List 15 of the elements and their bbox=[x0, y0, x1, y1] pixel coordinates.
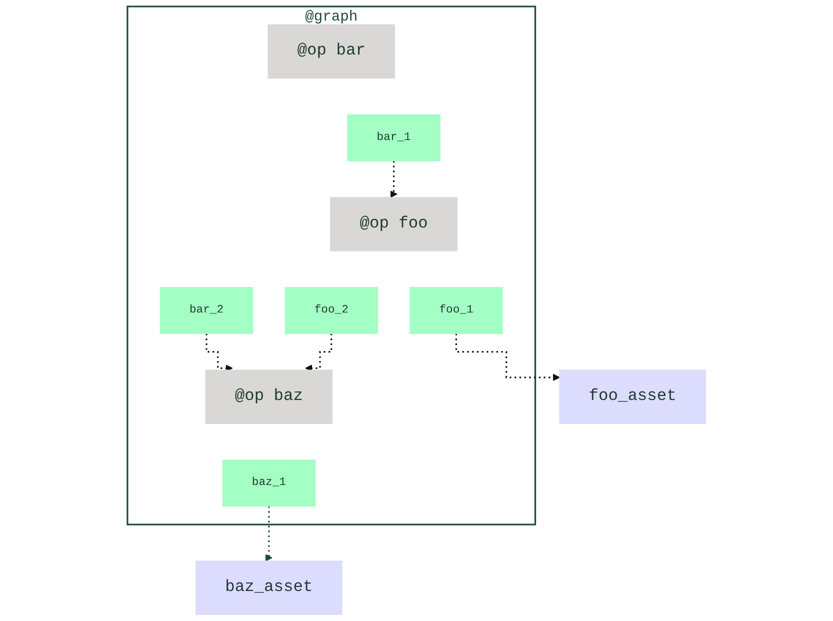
node-box: baz_1 bbox=[222, 460, 316, 507]
node-box: bar_2 bbox=[160, 287, 254, 334]
arrow bbox=[455, 332, 560, 381]
node-box: foo_asset bbox=[559, 370, 706, 424]
arrow bbox=[206, 332, 233, 372]
node-box: bar_1 bbox=[347, 114, 440, 162]
arrow bbox=[305, 332, 332, 372]
node-box: foo_2 bbox=[284, 287, 378, 334]
node-box: baz_asset bbox=[196, 560, 342, 615]
arrow bbox=[265, 505, 272, 562]
node-box: @op foo bbox=[330, 197, 458, 252]
node-box: @op bar bbox=[268, 24, 395, 79]
arrow bbox=[390, 160, 398, 198]
node-box: @op baz bbox=[205, 370, 333, 424]
node-box: foo_1 bbox=[410, 287, 503, 334]
